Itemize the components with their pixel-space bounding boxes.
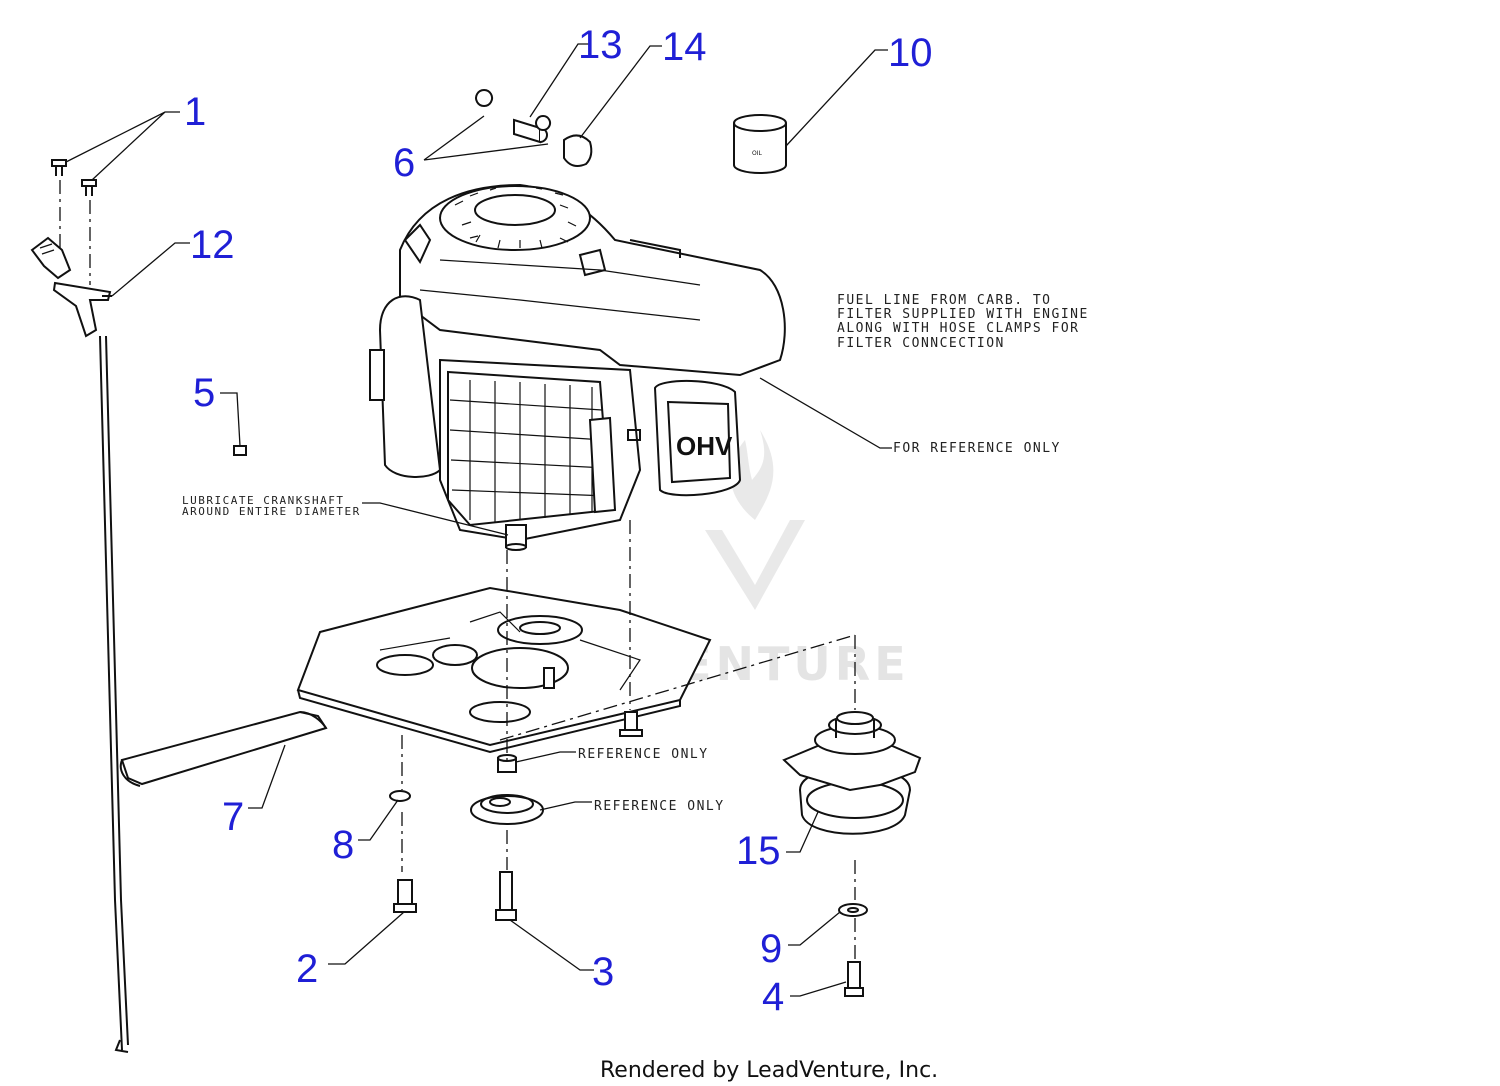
deck-plate [296, 586, 712, 754]
callout-9: 9 [760, 927, 782, 971]
callout-5: 5 [193, 371, 215, 415]
callout-2: 2 [296, 947, 318, 991]
callout-6: 6 [393, 141, 415, 185]
engine-notes: FOR REFERENCE ONLY FUEL LINE FROM CARB. … [182, 293, 1098, 536]
callout-14: 14 [662, 25, 707, 69]
callout-12: 12 [190, 223, 235, 267]
hose-clamps-and-fuel-filter [423, 43, 662, 167]
callout-7: 7 [222, 795, 244, 839]
callout-8: 8 [332, 823, 354, 867]
callout-10: 10 [888, 31, 933, 75]
callout-15: 15 [736, 829, 781, 873]
fuel-line-note: FUEL LINE FROM CARB. TO FILTER SUPPLIED … [837, 293, 1098, 351]
footer-credit: Rendered by LeadVenture, Inc. [600, 1058, 938, 1083]
lubricate-note: LUBRICATE CRANKSHAFT AROUND ENTIRE DIAME… [182, 494, 361, 518]
oil-label: OIL [752, 150, 762, 157]
part-7-belt-guard [119, 710, 328, 809]
callout-4: 4 [762, 975, 784, 1019]
part-10-oil-bottle: OIL [733, 49, 888, 174]
callout-13: 13 [578, 23, 623, 67]
engine: OHV [369, 183, 786, 551]
spacer-reference-note: REFERENCE ONLY [578, 747, 709, 762]
throttle-control [30, 236, 190, 1053]
part-15-electric-clutch [499, 634, 922, 997]
part-1-screws [51, 111, 180, 285]
recoil-starter-vents [454, 187, 577, 249]
muffler-grille [449, 380, 609, 522]
ohv-badge: OHV [676, 431, 733, 461]
deck-hardware: REFERENCE ONLY REFERENCE ONLY [328, 520, 725, 971]
callout-1: 1 [184, 90, 206, 134]
part-5-nut [220, 392, 247, 456]
callout-3: 3 [592, 950, 614, 994]
callout-numbers: 1 2 3 4 5 6 7 8 9 10 12 13 14 15 [184, 23, 933, 1019]
pulley-reference-note: REFERENCE ONLY [594, 799, 725, 814]
engine-reference-note: FOR REFERENCE ONLY [893, 441, 1061, 456]
